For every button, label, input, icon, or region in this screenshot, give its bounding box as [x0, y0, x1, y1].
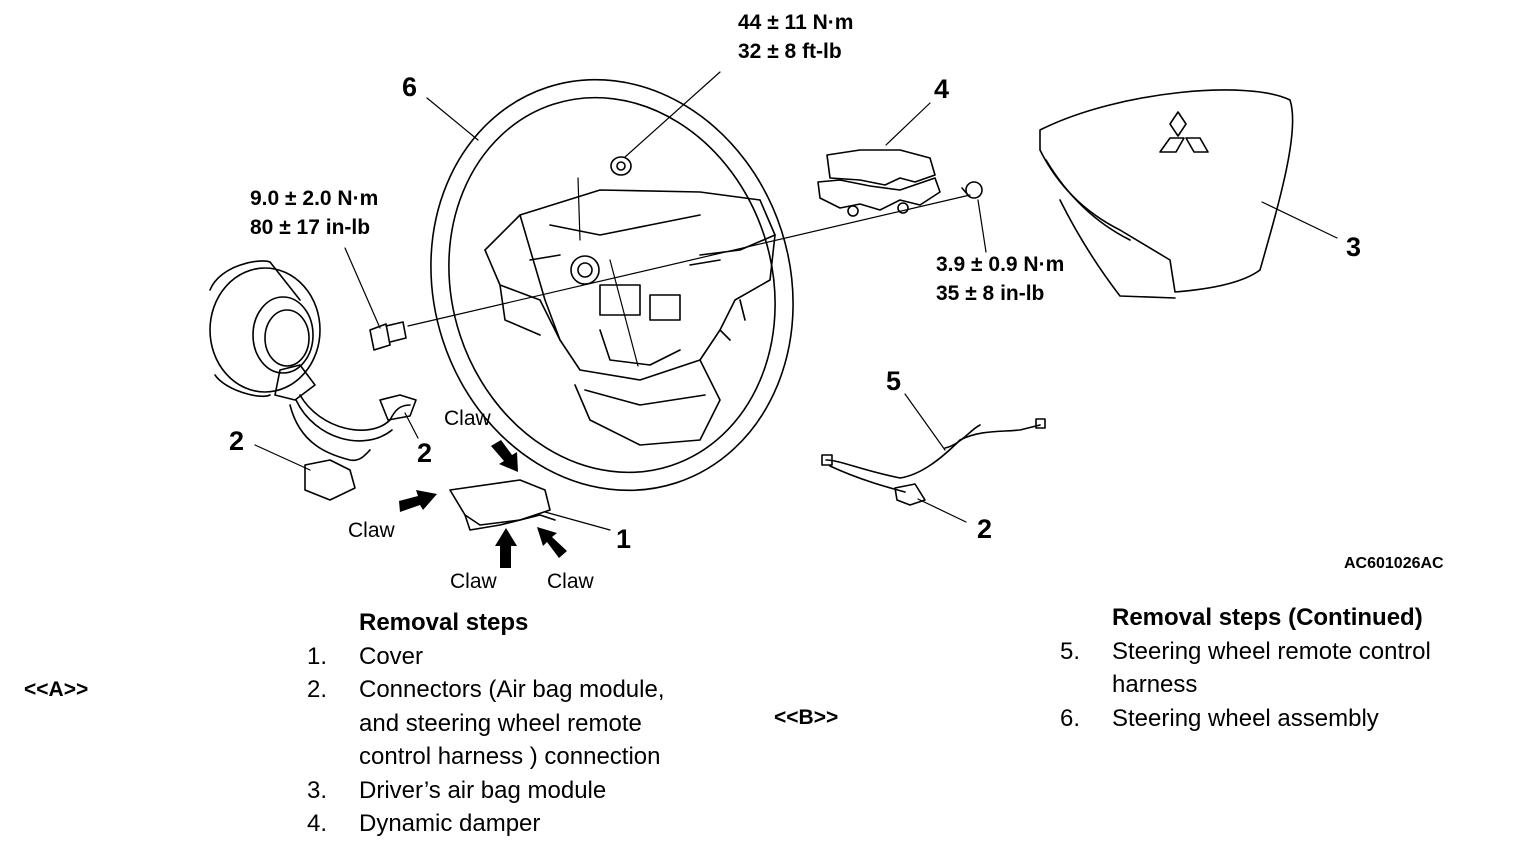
claw-label-bottom-right: Claw — [547, 570, 594, 593]
step-item: 4. Dynamic damper — [307, 807, 664, 841]
callout-4: 4 — [934, 74, 950, 104]
lock-nut — [610, 156, 632, 176]
claw-arrow-bottom-left — [495, 528, 517, 568]
clock-spring — [209, 260, 321, 401]
step-item: 6. Steering wheel assembly — [1060, 702, 1431, 736]
torque-bolt-inlb: 80 ± 17 in-lb — [250, 216, 371, 239]
figure-id: AC601026AC — [1344, 555, 1444, 572]
step-text: control harness ) connection — [359, 743, 661, 770]
torque-damper-inlb: 35 ± 8 in-lb — [936, 282, 1045, 305]
step-text: Steering wheel assembly — [1112, 704, 1379, 732]
steering-wheel — [430, 78, 794, 492]
torque-nut: 44 ± 11 N·m 32 ± 8 ft-lb — [738, 8, 853, 66]
claw-arrows — [399, 440, 567, 568]
callout-2-clock-spring: 2 — [229, 426, 245, 456]
step-item: 2. Connectors (Air bag module, — [307, 673, 664, 707]
step-number: 5. — [1060, 637, 1081, 665]
leader-lines — [254, 71, 1338, 531]
step-number: 3. — [307, 776, 328, 804]
claw-arrow-bottom-right — [537, 527, 567, 558]
callout-5: 5 — [886, 366, 902, 396]
step-text: and steering wheel remote — [359, 709, 642, 737]
torque-damper-nm: 3.9 ± 0.9 N·m — [936, 253, 1065, 276]
torque-nut-nm: 44 ± 11 N·m — [738, 11, 854, 34]
step-item: 5. Steering wheel remote control — [1060, 635, 1431, 669]
step-text: Cover — [359, 642, 424, 670]
torque-bolt-nm: 9.0 ± 2.0 N·m — [250, 187, 379, 210]
step-text: harness — [1112, 671, 1198, 698]
removal-steps-continued-heading: Removal steps (Continued) — [1112, 604, 1423, 631]
damper-screw — [961, 181, 983, 199]
step-text: Driver’s air bag module — [359, 776, 607, 804]
torque-nut-ftlb: 32 ± 8 ft-lb — [738, 40, 842, 63]
callout-6: 6 — [402, 72, 418, 102]
torque-bolt: 9.0 ± 2.0 N·m 80 ± 17 in-lb — [250, 184, 378, 242]
callout-1: 1 — [616, 524, 632, 554]
step-number: 4. — [307, 810, 328, 837]
claw-arrow-left — [399, 490, 437, 512]
removal-steps-left: Removal steps 1. Cover 2. Connectors (Air … — [307, 606, 664, 841]
claw-label-top: Claw — [444, 407, 491, 430]
step-number: 6. — [1060, 704, 1081, 732]
cover — [449, 479, 556, 531]
clock-spring-harness — [289, 394, 417, 501]
step-number: 1. — [307, 642, 328, 670]
ref-marker-b: <<B>> — [774, 706, 839, 729]
callout-2-harness: 2 — [977, 514, 993, 544]
step-text: Dynamic damper — [359, 810, 541, 837]
step-text: Steering wheel remote control — [1112, 637, 1431, 665]
claw-label-left: Claw — [348, 519, 395, 542]
step-text: Connectors (Air bag module, — [359, 676, 665, 703]
claw-label-bottom-left: Claw — [450, 570, 497, 593]
ref-marker-a: <<A>> — [24, 678, 89, 701]
step-item: 1. Cover — [307, 640, 664, 674]
callout-2-connector: 2 — [417, 438, 433, 468]
removal-steps-heading: Removal steps — [359, 609, 529, 636]
remote-control-harness — [821, 418, 1046, 506]
claw-arrow-top — [491, 440, 518, 472]
removal-steps-right: Removal steps (Continued) 5. Steering whe… — [1060, 601, 1431, 735]
dynamic-damper — [817, 149, 941, 217]
air-bag-module — [1039, 89, 1294, 299]
callout-3: 3 — [1346, 232, 1362, 262]
step-number: 2. — [307, 676, 328, 703]
mounting-bolt — [369, 321, 407, 351]
torque-damper: 3.9 ± 0.9 N·m 35 ± 8 in-lb — [936, 250, 1064, 308]
step-item: 3. Driver’s air bag module — [307, 774, 664, 808]
